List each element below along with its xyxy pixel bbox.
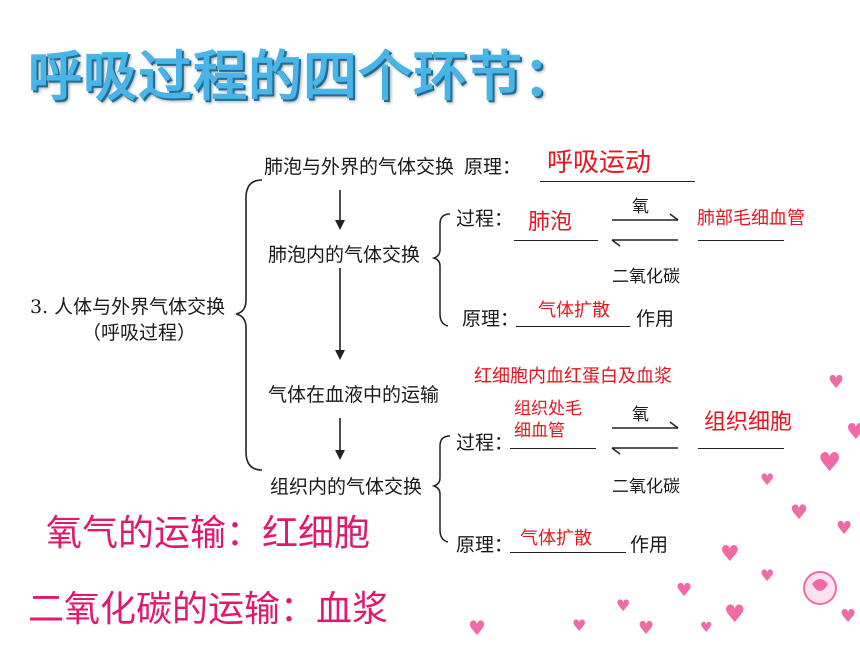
step2-oxygen-label: 氧 — [632, 197, 649, 217]
step2-label: 肺泡内的气体交换 — [268, 244, 421, 266]
step1-blank-line — [540, 181, 695, 182]
answer-tissue-capillaries-line2: 细血管 — [514, 421, 565, 441]
step4-principle-blank — [510, 552, 626, 553]
step4-process-label: 过程： — [456, 432, 514, 454]
step4-oxygen-label: 氧 — [632, 405, 649, 425]
answer-alveoli: 肺泡 — [528, 210, 573, 235]
heart-icon: ♥ — [760, 566, 775, 585]
brace-step4 — [431, 435, 451, 543]
main-brace — [235, 179, 263, 471]
heart-icon: ♥ — [724, 600, 746, 628]
heart-icon: ♥ — [616, 596, 631, 615]
co2-arrow-bottom-head — [611, 239, 621, 247]
step2-blank-right — [698, 240, 784, 241]
step2-process-label: 过程： — [456, 208, 514, 230]
note-oxygen-transport: 氧气的运输：红细胞 — [46, 513, 371, 554]
o2-arrow-top-head — [669, 213, 679, 221]
step1-principle-label: 原理： — [464, 156, 522, 178]
answer-tissue-cells: 组织细胞 — [704, 410, 793, 435]
heart-icon: ♥ — [468, 616, 486, 640]
step2-co2-label: 二氧化碳 — [612, 267, 680, 287]
step4-blank-left — [510, 448, 596, 449]
answer-diffusion-2: 气体扩散 — [520, 528, 592, 549]
answer-transport: 红细胞内血红蛋白及血浆 — [474, 366, 672, 387]
heart-icon: ♥ — [836, 518, 853, 539]
step4-label: 组织内的气体交换 — [270, 476, 423, 498]
step4-co2-label: 二氧化碳 — [612, 477, 680, 497]
heart-icon: ♥ — [828, 372, 845, 393]
arrowhead-3-4 — [335, 450, 345, 460]
step4-principle-label: 原理： — [456, 534, 514, 556]
answer-diffusion-1: 气体扩散 — [538, 300, 610, 321]
step4-effect-label: 作用 — [630, 534, 669, 556]
heart-icon: ♥ — [790, 500, 808, 524]
heart-icon: ♥ — [818, 448, 842, 478]
heart-icon: ♥ — [676, 580, 693, 601]
brace-step2 — [431, 213, 451, 327]
answer-breathing-movement: 呼吸运动 — [547, 148, 652, 178]
heart-icon: ♥ — [638, 618, 655, 639]
heart-icon: ♥ — [760, 470, 775, 489]
heart-icon: ♥ — [720, 542, 740, 567]
step4-blank-right — [698, 448, 784, 449]
step2-principle-label: 原理： — [462, 308, 520, 330]
slide-title: 呼吸过程的四个环节： — [28, 45, 578, 108]
heart-icon: ♥ — [846, 420, 860, 445]
answer-tissue-capillaries-line1: 组织处毛 — [514, 399, 582, 419]
o2-arrow-top-2-head — [669, 421, 679, 429]
root-sub-label: （呼吸过程） — [82, 322, 197, 344]
step2-principle-blank — [516, 326, 630, 327]
arrowhead-2-3 — [335, 350, 345, 360]
step3-label: 气体在血液中的运输 — [268, 384, 440, 406]
step2-effect-label: 作用 — [636, 308, 675, 330]
step2-blank-left — [514, 240, 598, 241]
heart-icon: ♥ — [840, 606, 857, 627]
step1-label: 肺泡与外界的气体交换原理： — [264, 152, 521, 179]
step1-text: 肺泡与外界的气体交换 — [264, 156, 455, 178]
co2-arrow-bottom-2-head — [611, 447, 621, 455]
heart-icon: ♥ — [700, 620, 713, 636]
note-co2-transport: 二氧化碳的运输：血浆 — [28, 589, 389, 630]
answer-tissue-capillaries: 组织处毛 细血管 — [514, 398, 582, 442]
heart-icon: ♥ — [572, 616, 587, 635]
root-label: 3. 人体与外界气体交换 — [30, 296, 226, 318]
answer-lung-capillaries: 肺部毛细血管 — [697, 208, 805, 229]
arrowhead-1-2 — [335, 220, 345, 230]
